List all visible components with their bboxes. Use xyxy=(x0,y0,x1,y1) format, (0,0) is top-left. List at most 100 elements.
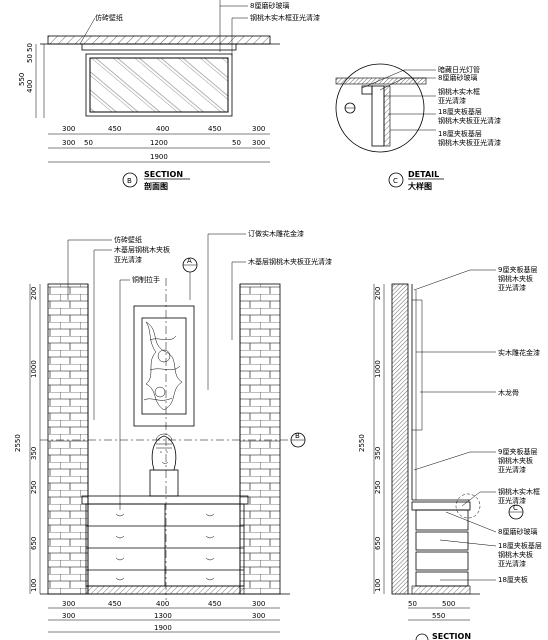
side-ann: 18厘夹板 xyxy=(498,575,528,584)
section-b-title: B SECTION 剖面图 xyxy=(122,170,190,191)
ann-matte: 亚光清漆 xyxy=(114,255,142,264)
carved-pattern xyxy=(143,321,183,411)
dim-h: 1300 xyxy=(154,612,172,620)
section-b-view: 仿砖壁纸 8厘磨砂玻璃 钢桃木实木框亚光清漆 50 50 400 550 300… xyxy=(18,0,320,191)
carved-panel-frame xyxy=(133,305,195,427)
side-dims-v: 200 1000 350 250 650 100 2550 xyxy=(358,284,385,594)
ann-glass: 8厘磨砂玻璃 xyxy=(250,1,289,10)
tag-b-marker: B xyxy=(290,432,306,448)
dim-h: 400 xyxy=(156,600,169,608)
ann-handle: 铜制拉手 xyxy=(132,275,160,284)
dim-h: 400 xyxy=(156,125,169,133)
cabinet xyxy=(81,495,249,595)
side-cabinet xyxy=(411,493,481,595)
buddha-bust xyxy=(149,433,179,497)
tag-a-marker: A xyxy=(182,257,198,300)
ann-frame: 钢桃木实木框亚光清漆 xyxy=(250,13,320,22)
dim-h-total: 1900 xyxy=(150,153,168,161)
title-detail: DETAIL xyxy=(408,170,439,179)
dim-h: 50 xyxy=(408,600,417,608)
dim-v: 100 xyxy=(374,579,382,592)
title-section: SECTION xyxy=(432,632,471,640)
elevation-leaders xyxy=(67,233,246,510)
tag-b: B xyxy=(127,177,132,185)
tag-c-marker: C xyxy=(508,504,524,520)
dim-v-total: 550 xyxy=(18,73,26,86)
dim-h: 300 xyxy=(252,125,265,133)
dim-v: 200 xyxy=(30,287,38,300)
dim-h: 300 xyxy=(62,139,75,147)
side-dims-h: 50 500 550 xyxy=(408,600,470,621)
dim-h: 450 xyxy=(108,125,121,133)
brick-wall-left xyxy=(47,283,89,595)
detail-leaders xyxy=(361,69,436,131)
dim-h: 1200 xyxy=(150,139,168,147)
detail-ann: 钢桃木夹板亚光清漆 xyxy=(438,116,501,125)
side-ann: 钢桃木实木框 xyxy=(498,487,540,496)
side-ann: 亚光清漆 xyxy=(498,559,526,568)
side-ann: 亚光清漆 xyxy=(498,496,526,505)
dim-v: 650 xyxy=(30,537,38,550)
dim-h: 500 xyxy=(442,600,455,608)
dim-v: 50 xyxy=(26,54,34,63)
side-section: C 9厘夹板基层 钢桃木夹板 亚光清漆 实木雕花金漆 木龙骨 9厘夹板基层 钢桃… xyxy=(358,265,542,640)
side-ann: 钢桃木夹板 xyxy=(498,550,533,559)
dim-v-total: 2550 xyxy=(358,434,366,452)
frame-top xyxy=(81,43,237,51)
ceiling-slab xyxy=(47,35,271,45)
dim-h: 300 xyxy=(252,139,265,147)
elevation-dims-v: 200 1000 350 250 650 100 2550 xyxy=(14,284,41,594)
ann-wood-base: 木基层钢桃木夹板亚光清漆 xyxy=(248,257,332,266)
dim-h: 450 xyxy=(208,600,221,608)
cabinet-top xyxy=(81,495,249,505)
side-ann: 实木雕花金漆 xyxy=(498,348,540,357)
frosted-glass-panel xyxy=(89,57,229,113)
dim-h-total: 1900 xyxy=(154,624,172,632)
detail-ann: 亚光清漆 xyxy=(438,96,466,105)
dim-h-total: 550 xyxy=(432,612,445,620)
dim-h: 300 xyxy=(62,125,75,133)
side-ann: 钢桃木夹板 xyxy=(498,456,533,465)
detail-c-view: 暗藏日光灯管 8厘磨砂玻璃 钢桃木实木框 亚光清漆 18厘夹板基层 钢桃木夹板亚… xyxy=(335,63,501,191)
dim-v: 650 xyxy=(374,537,382,550)
tag-b: B xyxy=(295,432,300,440)
dim-h: 50 xyxy=(232,139,241,147)
dim-h: 300 xyxy=(62,612,75,620)
dim-v: 100 xyxy=(30,579,38,592)
elevation-dims-h: 300 450 400 450 300 300 1300 300 1900 xyxy=(48,600,280,633)
ann-carving: 订做实木雕花金漆 xyxy=(248,229,304,238)
dims-vertical: 50 50 400 550 xyxy=(18,43,34,93)
brick-wall-right xyxy=(239,283,281,595)
title-section: SECTION xyxy=(144,170,183,179)
dim-h: 450 xyxy=(208,125,221,133)
side-ann: 9厘夹板基层 xyxy=(498,447,537,456)
ann-wallpaper: 仿砖壁纸 xyxy=(95,13,123,22)
dim-v: 1000 xyxy=(374,360,382,378)
detail-ann: 18厘夹板基层 xyxy=(438,107,482,116)
detail-ann: 暗藏日光灯管 xyxy=(438,65,480,74)
tag-c: C xyxy=(393,177,398,185)
dim-h: 300 xyxy=(252,600,265,608)
dim-h: 450 xyxy=(108,600,121,608)
front-elevation: A B 仿砖壁纸 木基层钢桃木夹板 亚光清漆 铜制拉手 订做实木雕花金漆 木基层… xyxy=(14,229,332,633)
detail-ann: 钢桃木实木框 xyxy=(438,87,480,96)
title-section-cn: 剖面图 xyxy=(144,181,168,191)
wood-frame xyxy=(85,53,233,117)
dim-v-total: 2550 xyxy=(14,434,22,452)
dim-h: 50 xyxy=(84,139,93,147)
dims-horizontal: 300 450 400 450 300 300 50 1200 50 300 1… xyxy=(48,125,270,163)
ann-wallpaper: 仿砖壁纸 xyxy=(114,235,142,244)
dim-v: 350 xyxy=(374,447,382,460)
dim-h: 300 xyxy=(62,600,75,608)
dim-v: 1000 xyxy=(30,360,38,378)
title-detail-cn: 大样图 xyxy=(408,181,432,191)
dim-v: 200 xyxy=(374,287,382,300)
detail-ann: 8厘磨砂玻璃 xyxy=(438,73,477,82)
side-ann: 亚光清漆 xyxy=(498,283,526,292)
dim-h: 300 xyxy=(252,612,265,620)
side-ann: 木龙骨 xyxy=(498,388,519,397)
detail-circle xyxy=(335,63,425,153)
tag-a: A xyxy=(187,257,192,265)
side-ann: 8厘磨砂玻璃 xyxy=(498,527,537,536)
